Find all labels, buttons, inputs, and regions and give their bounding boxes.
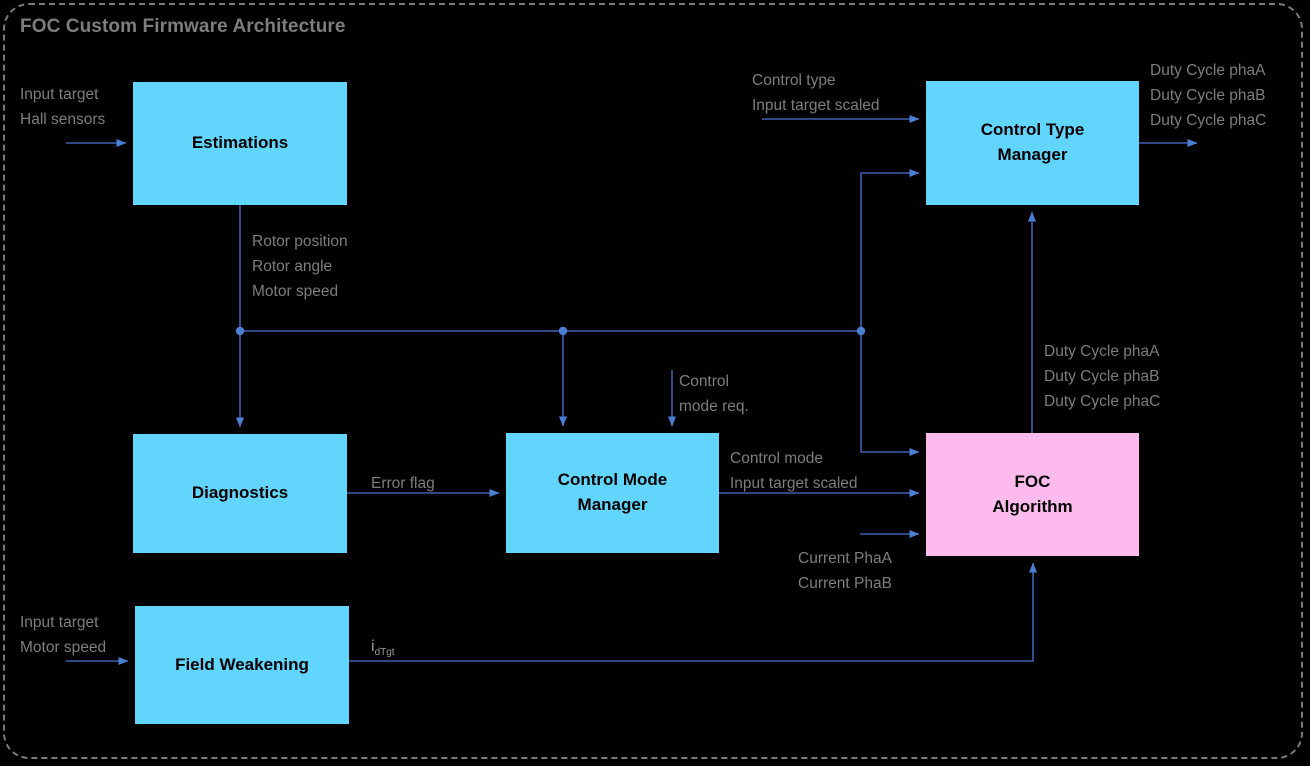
label-input-field-weakening-line-2: Motor speed: [20, 639, 107, 657]
block-diagnostics[interactable]: Diagnostics: [133, 434, 347, 553]
label-input-control-type-line-2: Input target scaled: [752, 97, 880, 115]
label-control-mode-output-line-2: Input target scaled: [730, 475, 858, 493]
label-duty-cycle-feedback-line-3: Duty Cycle phaC: [1044, 393, 1161, 411]
label-input-field-weakening: Input target Motor speed: [20, 610, 106, 660]
label-estimations-outputs-line-1: Rotor position: [252, 233, 348, 250]
label-idtgt-base: i: [371, 638, 375, 655]
label-idtgt-subscript: dTgt: [374, 647, 395, 659]
wire-bus-to-controltype: [860, 168, 920, 331]
block-foc-algorithm-label: FOC Algorithm: [992, 471, 1073, 516]
block-estimations[interactable]: Estimations: [133, 82, 347, 205]
block-control-mode-manager[interactable]: Control Mode Manager: [506, 433, 719, 553]
label-current-phases: Current PhaA Current PhaB: [798, 546, 892, 596]
label-idtgt: idTgt: [371, 634, 395, 661]
wire-bus-to-foc: [860, 331, 920, 457]
label-duty-cycle-feedback: Duty Cycle phaA Duty Cycle phaB Duty Cyc…: [1044, 339, 1160, 414]
label-output-duty-cycles-line-1: Duty Cycle phaA: [1150, 62, 1266, 79]
label-input-field-weakening-line-1: Input target: [20, 614, 99, 631]
block-diagnostics-label: Diagnostics: [191, 483, 289, 503]
label-control-mode-output: Control mode Input target scaled: [730, 446, 858, 496]
label-input-estimations-line-1: Input target: [20, 86, 99, 103]
wire-junction-dot-right: [856, 326, 866, 336]
label-input-estimations-line-2: Hall sensors: [20, 111, 106, 129]
label-input-control-type-line-1: Control type: [752, 72, 836, 89]
diagram-title: FOC Custom Firmware Architecture: [20, 16, 346, 37]
label-error-flag: Error flag: [371, 471, 435, 496]
block-foc-algorithm[interactable]: FOC Algorithm: [926, 433, 1139, 556]
wire-junction-dot-left: [235, 326, 245, 336]
label-current-phases-line-2: Current PhaB: [798, 575, 892, 593]
label-output-duty-cycles-line-3: Duty Cycle phaC: [1150, 112, 1267, 130]
label-output-duty-cycles-line-2: Duty Cycle phaB: [1150, 87, 1266, 105]
label-control-mode-output-line-1: Control mode: [730, 450, 824, 467]
wire-fieldweakening-to-foc: [349, 562, 1038, 662]
label-input-estimations: Input target Hall sensors: [20, 82, 105, 132]
label-control-mode-req-line-2: mode req.: [679, 398, 749, 416]
block-field-weakening-label: Field Weakening: [175, 654, 309, 674]
block-control-type-manager[interactable]: Control Type Manager: [926, 81, 1139, 205]
wire-junction-dot-mid: [558, 326, 568, 336]
label-current-phases-line-1: Current PhaA: [798, 550, 892, 567]
label-estimations-outputs-line-2: Rotor angle: [252, 258, 333, 276]
block-field-weakening[interactable]: Field Weakening: [135, 606, 349, 724]
label-estimations-outputs-line-3: Motor speed: [252, 283, 339, 301]
block-estimations-label: Estimations: [191, 133, 289, 153]
label-error-flag-line-1: Error flag: [371, 475, 435, 492]
block-control-mode-manager-label: Control Mode Manager: [557, 470, 668, 514]
label-estimations-outputs: Rotor position Rotor angle Motor speed: [252, 229, 348, 304]
label-duty-cycle-feedback-line-1: Duty Cycle phaA: [1044, 343, 1160, 360]
label-control-mode-req: Control mode req.: [679, 369, 749, 419]
label-duty-cycle-feedback-line-2: Duty Cycle phaB: [1044, 368, 1160, 386]
label-input-control-type: Control type Input target scaled: [752, 68, 880, 118]
block-control-type-manager-label: Control Type Manager: [980, 120, 1085, 164]
label-output-duty-cycles: Duty Cycle phaA Duty Cycle phaB Duty Cyc…: [1150, 58, 1266, 133]
label-control-mode-req-line-1: Control: [679, 373, 729, 390]
